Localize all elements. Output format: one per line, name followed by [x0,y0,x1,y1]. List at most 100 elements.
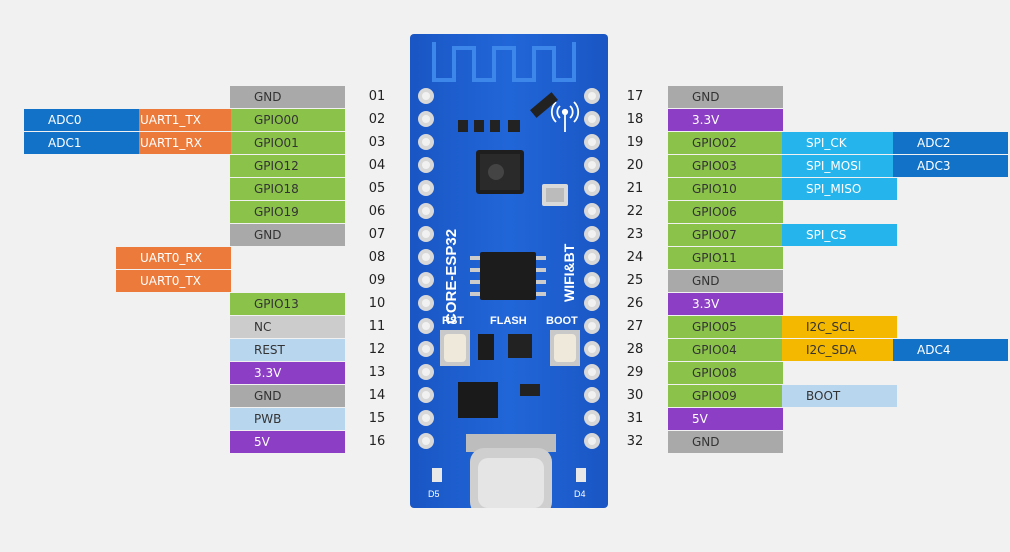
pin-number: 03 [368,135,386,150]
pin-number: 27 [626,319,644,334]
pin-number: 07 [368,227,386,242]
pin-label-nc: NC [230,316,345,338]
pin-number: 09 [368,273,386,288]
pin-hole-center [422,437,430,445]
pin-hole-center [422,184,430,192]
pin-hole-center [588,184,596,192]
boot-button [550,330,580,366]
pin-label-uart: UART1_TX [116,109,231,131]
pin-label-gpio: GPIO10 [668,178,783,200]
pin-hole-center [422,161,430,169]
pin-number: 10 [368,296,386,311]
pin-hole-center [422,345,430,353]
board-name-text: CORE-ESP32 [443,229,460,324]
pin-hole-center [422,299,430,307]
pin-number: 01 [368,89,386,104]
pin-hole-center [588,414,596,422]
pin-number: 02 [368,112,386,127]
pin-number: 23 [626,227,644,242]
pin-number: 13 [368,365,386,380]
pin-hole-center [588,437,596,445]
pin-label-i2c: I2C_SCL [782,316,897,338]
pin-number: 29 [626,365,644,380]
pin-hole-center [588,276,596,284]
pin-label-spi: SPI_MISO [782,178,897,200]
pin-number: 12 [368,342,386,357]
pin-number: 18 [626,112,644,127]
pin-hole-center [422,368,430,376]
pin-label-gpio: GPIO00 [230,109,345,131]
pin-hole-center [588,138,596,146]
pin-label-power: 3.3V [668,109,783,131]
pin-label-gnd: GND [230,86,345,108]
boot-text: BOOT [546,315,578,327]
pin-label-gpio: GPIO06 [668,201,783,223]
pin-label-adc: ADC2 [893,132,1008,154]
pin-hole-center [422,322,430,330]
pin-hole-center [422,414,430,422]
pin-label-uart: UART0_RX [116,247,231,269]
pin-number: 28 [626,342,644,357]
pin-hole-center [588,299,596,307]
pin-hole-center [588,92,596,100]
pin-hole-center [422,138,430,146]
flash-text: FLASH [490,315,527,327]
pin-label-spi: SPI_CS [782,224,897,246]
pin-number: 19 [626,135,644,150]
pin-label-power: 3.3V [668,293,783,315]
pin-hole-center [588,322,596,330]
pin-hole-center [588,253,596,261]
smd-components [458,92,558,132]
pin-label-ctrl: PWB [230,408,345,430]
pin-number: 16 [368,434,386,449]
antenna [432,42,576,82]
rst-text: RST [442,315,464,327]
pin-label-uart: UART1_RX [116,132,231,154]
pin-hole-center [422,253,430,261]
pin-label-gpio: GPIO12 [230,155,345,177]
pin-label-spi: SPI_CK [782,132,897,154]
pin-label-gpio: GPIO05 [668,316,783,338]
pin-label-adc: ADC3 [893,155,1008,177]
pin-number: 17 [626,89,644,104]
pin-number: 11 [368,319,386,334]
pin-hole-center [422,276,430,284]
pin-label-adc: ADC1 [24,132,139,154]
pin-number: 08 [368,250,386,265]
pin-label-adc: ADC0 [24,109,139,131]
pin-label-power: 5V [230,431,345,453]
pin-label-gnd: GND [668,431,783,453]
pin-number: 30 [626,388,644,403]
flash-chip [480,252,536,300]
rst-button [440,330,470,366]
pin-label-gpio: GPIO11 [668,247,783,269]
pin-hole-center [588,161,596,169]
pin-number: 15 [368,411,386,426]
pin-hole-center [588,230,596,238]
pin-label-gpio: GPIO13 [230,293,345,315]
esp32-board: CORE-ESP32 WIFI&BT RST FLASH BOOT D5 D4 [410,34,608,508]
pin-label-gpio: GPIO19 [230,201,345,223]
pin-number: 22 [626,204,644,219]
pin-number: 21 [626,181,644,196]
d5-text: D5 [428,489,440,499]
pin-number: 06 [368,204,386,219]
pin-hole-center [422,92,430,100]
pin-number: 05 [368,181,386,196]
pin-hole-center [588,391,596,399]
pin-label-ctrl: BOOT [782,385,897,407]
pin-label-spi: SPI_MOSI [782,155,897,177]
pin-label-ctrl: REST [230,339,345,361]
pin-hole-center [422,230,430,238]
pin-label-uart: UART0_TX [116,270,231,292]
pin-hole-center [588,115,596,123]
pin-number: 24 [626,250,644,265]
pin-label-adc: ADC4 [893,339,1008,361]
pin-hole-center [588,207,596,215]
pin-number: 14 [368,388,386,403]
d4-text: D4 [574,489,586,499]
pin-label-gnd: GND [230,385,345,407]
pin-label-gpio: GPIO01 [230,132,345,154]
pin-number: 20 [626,158,644,173]
pin-label-gnd: GND [668,270,783,292]
